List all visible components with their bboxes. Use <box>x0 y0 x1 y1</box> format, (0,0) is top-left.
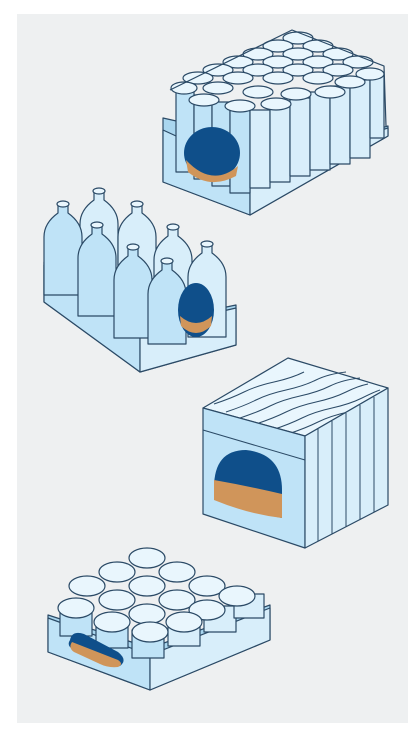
cartons-box-figure <box>203 358 388 548</box>
jars-tray-figure <box>48 548 270 690</box>
cutaway-highlight <box>178 283 214 337</box>
cans-tray-figure <box>163 30 388 215</box>
bottles-tray-figure <box>44 188 236 372</box>
cutaway-highlight <box>184 127 240 182</box>
